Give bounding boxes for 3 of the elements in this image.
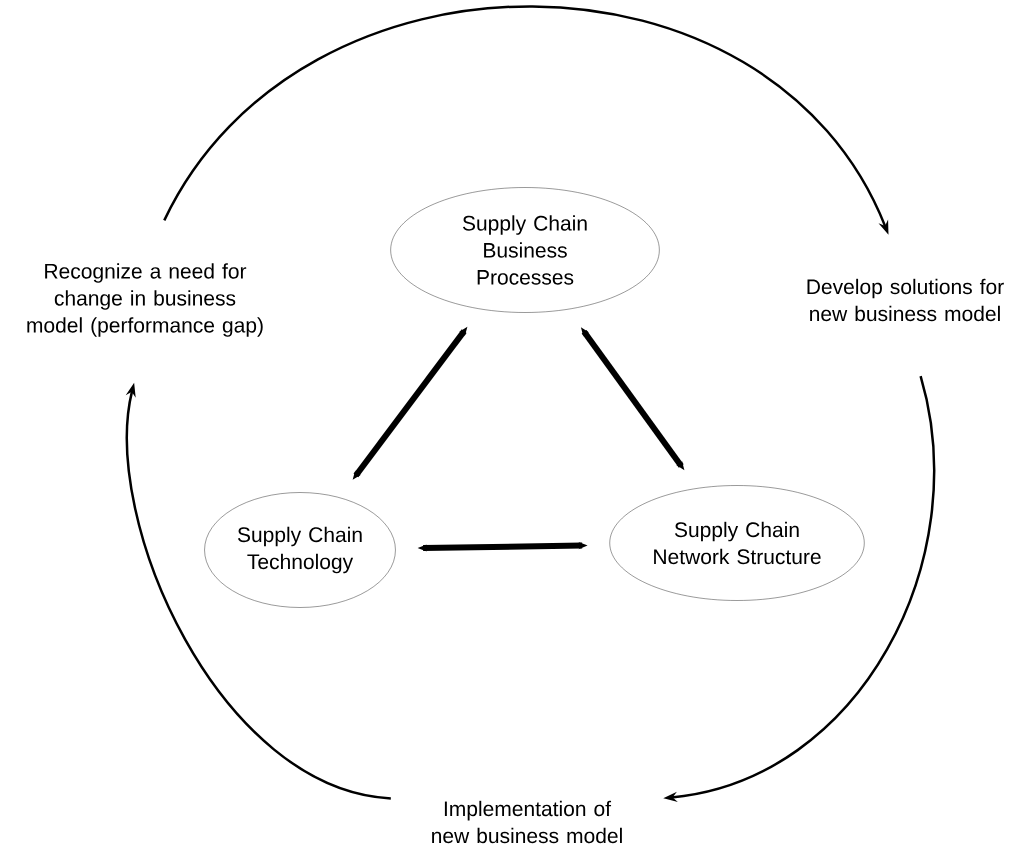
stage-label: Implementation of new business model [432,800,622,844]
stage-label: Develop solutions for new business model [807,278,1004,322]
stage-label: Recognize a need for change in business model (performance gap) [27,263,263,337]
